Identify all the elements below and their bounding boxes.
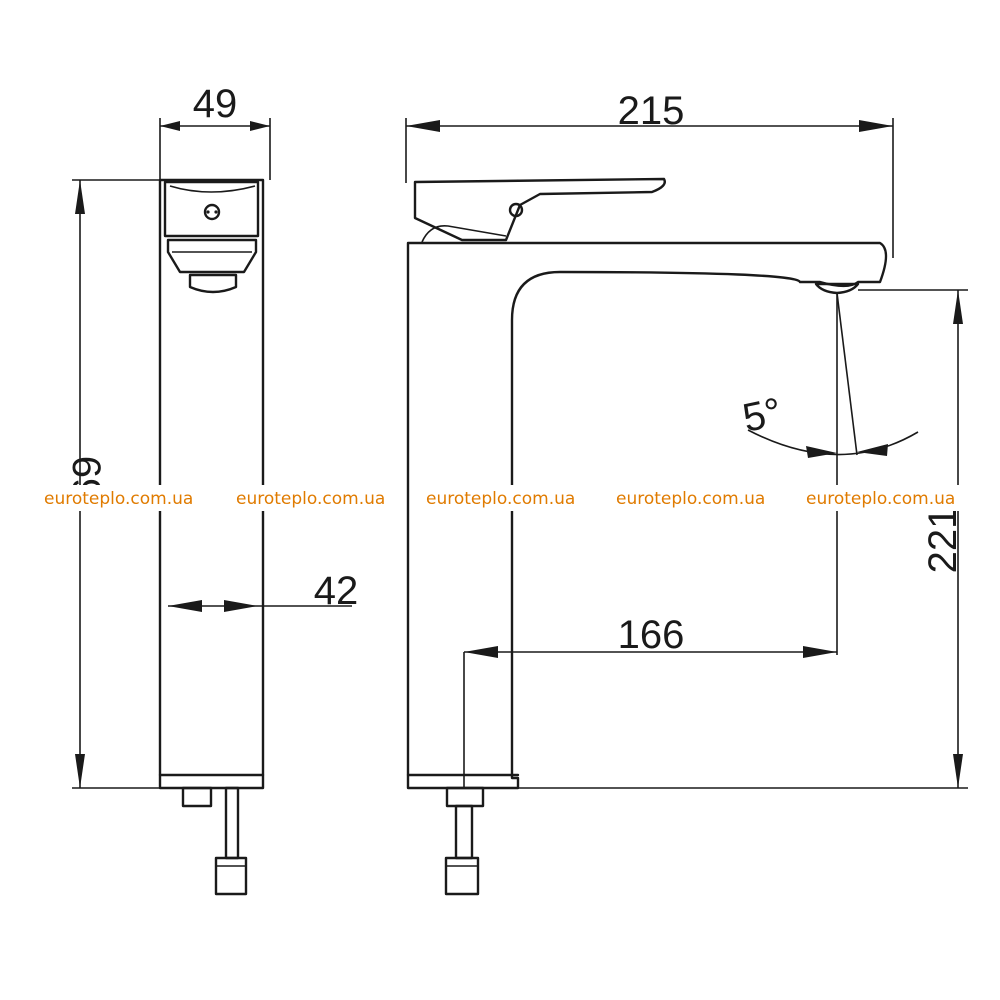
watermark-2: euroteplo.com.ua <box>236 489 385 509</box>
front-body <box>406 241 888 790</box>
front-lever <box>413 177 666 242</box>
watermarks: euroteplo.com.ua euroteplo.com.ua eurote… <box>40 485 962 511</box>
front-hose <box>454 804 474 860</box>
side-hose-nut <box>214 856 248 896</box>
dim-5-label: 5° <box>739 390 786 441</box>
side-aerator <box>188 273 238 294</box>
side-hose <box>224 786 240 860</box>
dim-221: 221 <box>518 289 968 789</box>
dim-166-label: 166 <box>618 613 685 657</box>
dim-215-label: 215 <box>618 89 685 133</box>
dim-221-label: 221 <box>921 507 965 574</box>
dim-49-label: 49 <box>193 82 238 126</box>
watermark-3: euroteplo.com.ua <box>426 489 575 509</box>
side-neck <box>166 238 258 274</box>
side-view: 49 69 42 <box>64 82 358 896</box>
side-connector <box>181 786 213 808</box>
front-view: 215 221 5° 166 <box>405 89 968 896</box>
front-connector <box>445 786 485 808</box>
dim-215: 215 <box>405 89 894 258</box>
watermark-1: euroteplo.com.ua <box>44 489 193 509</box>
dim-166: 166 <box>463 613 837 788</box>
front-hose-nut <box>444 856 480 896</box>
dim-69: 69 <box>64 179 160 789</box>
watermark-4: euroteplo.com.ua <box>616 489 765 509</box>
lever-pin <box>203 203 221 221</box>
side-lever <box>163 180 260 238</box>
dim-42-label: 42 <box>314 569 359 613</box>
dim-49: 49 <box>159 82 271 180</box>
spout-angle: 5° <box>739 292 919 655</box>
dim-42: 42 <box>168 569 358 613</box>
watermark-5: euroteplo.com.ua <box>806 489 955 509</box>
